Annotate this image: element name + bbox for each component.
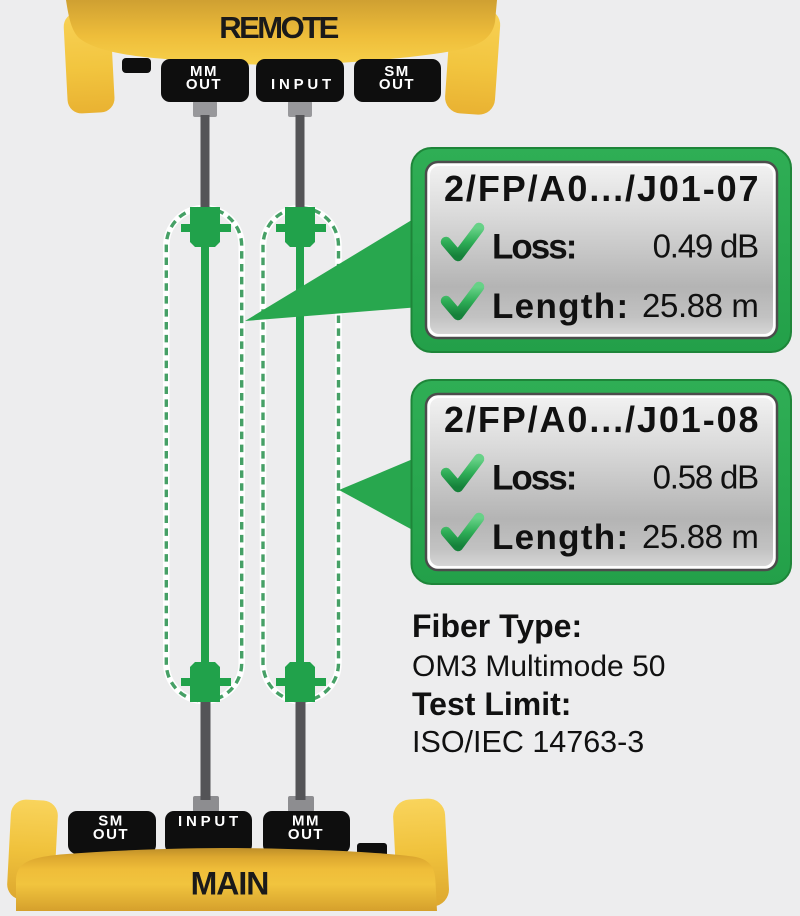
svg-text:25.88 m: 25.88 m	[642, 518, 758, 555]
svg-text:OM3 Multimode 50: OM3 Multimode 50	[412, 650, 665, 683]
svg-text:SM: SM	[384, 63, 410, 80]
svg-text:OUT: OUT	[379, 76, 415, 93]
svg-text:Length:: Length:	[492, 518, 629, 557]
svg-text:Loss:: Loss:	[492, 459, 575, 498]
svg-text:Test Limit:: Test Limit:	[412, 686, 571, 722]
svg-text:2/FP/A0.../J01-08: 2/FP/A0.../J01-08	[444, 399, 760, 440]
svg-text:ISO/IEC 14763-3: ISO/IEC 14763-3	[412, 725, 644, 759]
svg-text:MM: MM	[292, 813, 320, 830]
svg-text:Length:: Length:	[492, 287, 629, 326]
svg-text:INPUT: INPUT	[178, 813, 242, 830]
svg-text:OUT: OUT	[186, 76, 222, 93]
svg-text:SM: SM	[98, 813, 124, 830]
svg-text:INPUT: INPUT	[271, 76, 335, 93]
svg-text:2/FP/A0.../J01-07: 2/FP/A0.../J01-07	[444, 168, 760, 209]
svg-text:MAIN: MAIN	[191, 866, 269, 902]
svg-text:Loss:: Loss:	[492, 228, 575, 267]
svg-text:25.88 m: 25.88 m	[642, 287, 758, 324]
svg-text:MM: MM	[190, 63, 218, 80]
svg-text:0.58 dB: 0.58 dB	[653, 459, 759, 496]
svg-text:OUT: OUT	[93, 826, 129, 843]
svg-text:Fiber Type:: Fiber Type:	[412, 608, 582, 644]
svg-text:0.49 dB: 0.49 dB	[653, 228, 759, 265]
svg-text:OUT: OUT	[288, 826, 324, 843]
svg-text:REMOTE: REMOTE	[219, 10, 338, 45]
